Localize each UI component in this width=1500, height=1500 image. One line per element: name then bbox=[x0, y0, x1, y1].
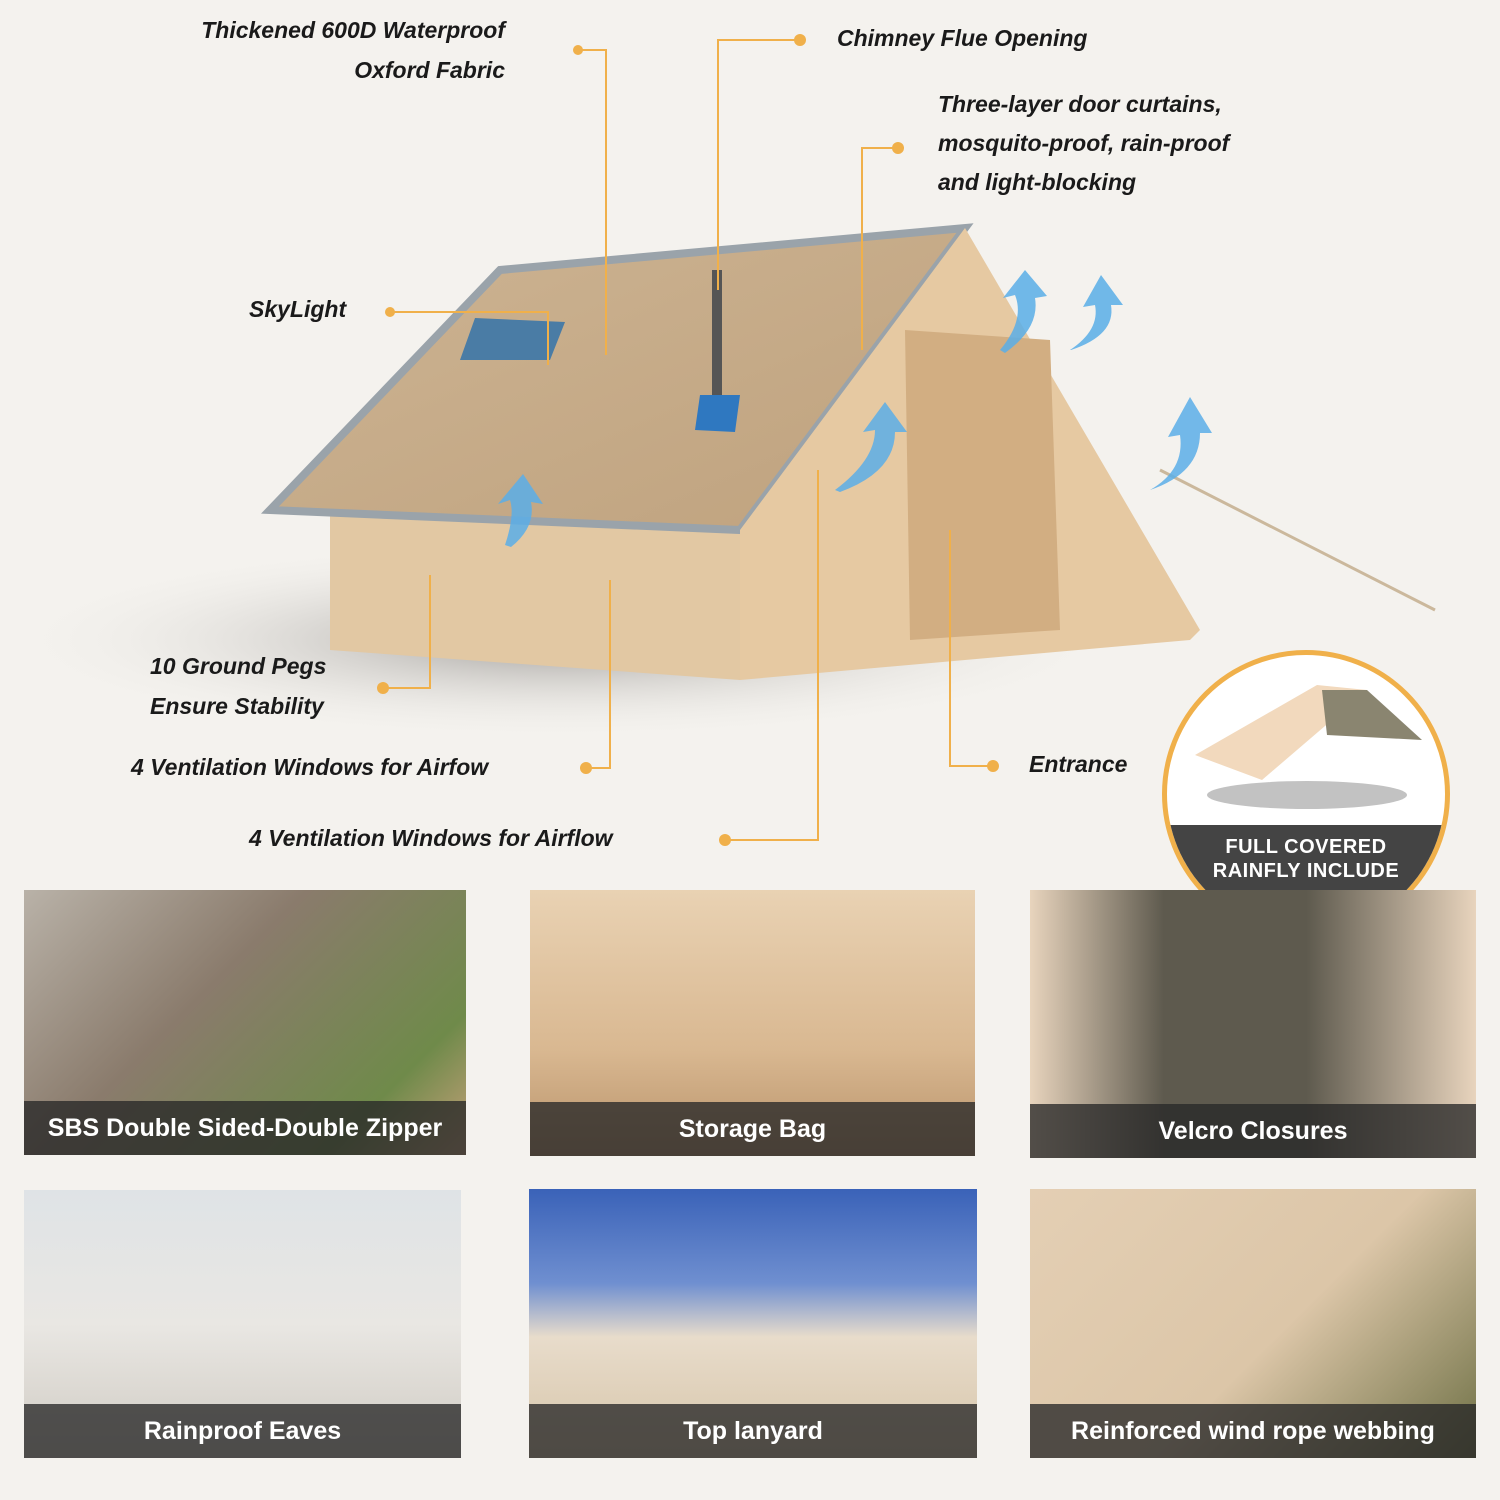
callout-entrance: Entrance bbox=[1029, 751, 1128, 777]
feature-tile-velcro: Velcro Closures bbox=[1030, 890, 1476, 1158]
tile-caption: Reinforced wind rope webbing bbox=[1030, 1404, 1476, 1458]
tile-caption: SBS Double Sided-Double Zipper bbox=[24, 1101, 466, 1155]
callout-fabric-line2: Oxford Fabric bbox=[354, 57, 505, 83]
callout-door-line3: and light-blocking bbox=[938, 169, 1137, 195]
callout-skylight: SkyLight bbox=[249, 296, 347, 322]
rainfly-badge-line1: FULL COVERED bbox=[1225, 836, 1387, 858]
feature-tile-lanyard: Top lanyard bbox=[529, 1189, 977, 1458]
chimney-pipe bbox=[712, 270, 722, 410]
callout-door: Three-layer door curtains, mosquito-proo… bbox=[938, 85, 1229, 202]
feature-tile-eaves: Rainproof Eaves bbox=[24, 1190, 461, 1458]
tent-door bbox=[905, 330, 1060, 640]
tile-caption: Rainproof Eaves bbox=[24, 1404, 461, 1458]
tile-caption: Top lanyard bbox=[529, 1404, 977, 1458]
callout-door-line2: mosquito-proof, rain-proof bbox=[938, 130, 1230, 156]
callout-chimney: Chimney Flue Opening bbox=[837, 25, 1088, 51]
tile-caption: Velcro Closures bbox=[1030, 1104, 1476, 1158]
callout-lines bbox=[377, 34, 999, 846]
feature-tile-zipper: SBS Double Sided-Double Zipper bbox=[24, 890, 466, 1155]
tent-side-wall bbox=[330, 515, 740, 680]
callout-vent-1: 4 Ventilation Windows for Airfow bbox=[131, 754, 489, 780]
callout-vent-2: 4 Ventilation Windows for Airflow bbox=[249, 825, 613, 851]
airflow-arrow-icons bbox=[498, 270, 1212, 547]
callout-pegs-line2: Ensure Stability bbox=[150, 693, 324, 719]
callout-fabric: Thickened 600D Waterproof Oxford Fabric bbox=[120, 10, 505, 90]
skylight-window bbox=[460, 318, 565, 360]
feature-tile-wind-rope: Reinforced wind rope webbing bbox=[1030, 1189, 1476, 1458]
rainfly-icon bbox=[1195, 685, 1422, 809]
tile-caption: Storage Bag bbox=[530, 1102, 975, 1156]
feature-tile-storage-bag: Storage Bag bbox=[530, 890, 975, 1156]
callout-pegs-line1: 10 Ground Pegs bbox=[150, 653, 327, 679]
tent-illustration bbox=[0, 223, 1436, 740]
callout-door-line1: Three-layer door curtains, bbox=[938, 91, 1222, 117]
callout-fabric-line1: Thickened 600D Waterproof bbox=[201, 17, 505, 43]
callout-pegs: 10 Ground Pegs Ensure Stability bbox=[150, 646, 326, 726]
chimney-flashing bbox=[695, 395, 740, 432]
rainfly-badge-line2: RAINFLY INCLUDE bbox=[1212, 860, 1400, 882]
